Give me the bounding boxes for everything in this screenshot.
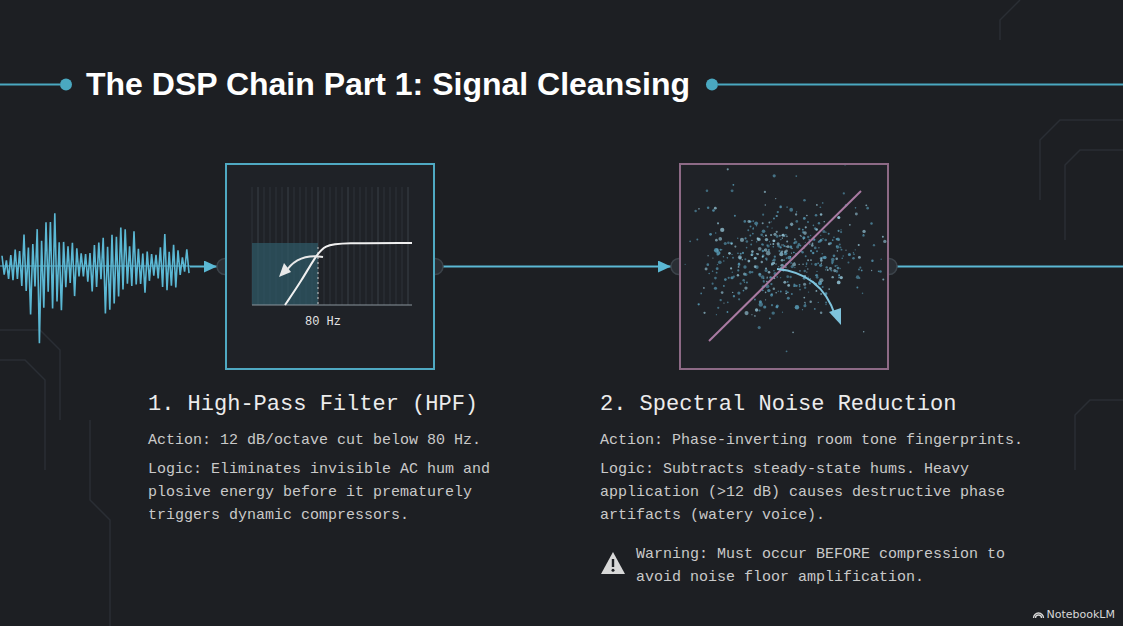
block-description: Action: 12 dB/octave cut below 80 Hz. (148, 429, 548, 452)
title-rule (0, 84, 60, 86)
watermark: NotebookLM (1047, 608, 1115, 621)
waveform (0, 213, 190, 343)
icon-frame: 80 Hz (225, 163, 435, 370)
noise-reduction-block: 2. Spectral Noise ReductionAction: Phase… (600, 163, 1050, 589)
axis-label: 80 Hz (305, 315, 341, 329)
block-description: Action: Phase-inverting room tone finger… (600, 429, 1050, 452)
warning-note: Warning: Must occur BEFORE compression t… (636, 543, 1050, 589)
title-rule (718, 84, 1123, 86)
title-dot (706, 79, 718, 91)
filter-curve-icon (227, 165, 433, 368)
block-description: Logic: Subtracts steady-state hums. Heav… (600, 458, 1050, 527)
waveform-path (2, 213, 189, 343)
output-line (889, 266, 1123, 268)
icon-frame (679, 163, 889, 370)
filter-block: 80 Hz 1. High-Pass Filter (HPF) Action: 12… (148, 163, 548, 527)
title: The DSP Chain Part 1: Signal Cleansing (86, 66, 690, 103)
waveform-axis (0, 266, 190, 267)
noise-icon (681, 165, 887, 368)
block-description: Logic: Eliminates invisible AC hum and p… (148, 458, 548, 527)
signal-connector (435, 266, 679, 268)
warning-icon (600, 551, 626, 575)
block-heading: 2. Spectral Noise Reduction (600, 391, 1050, 419)
title-dot (60, 79, 72, 91)
watermark-icon (1034, 613, 1044, 618)
block-heading: 1. High-Pass Filter (HPF) (148, 391, 548, 419)
